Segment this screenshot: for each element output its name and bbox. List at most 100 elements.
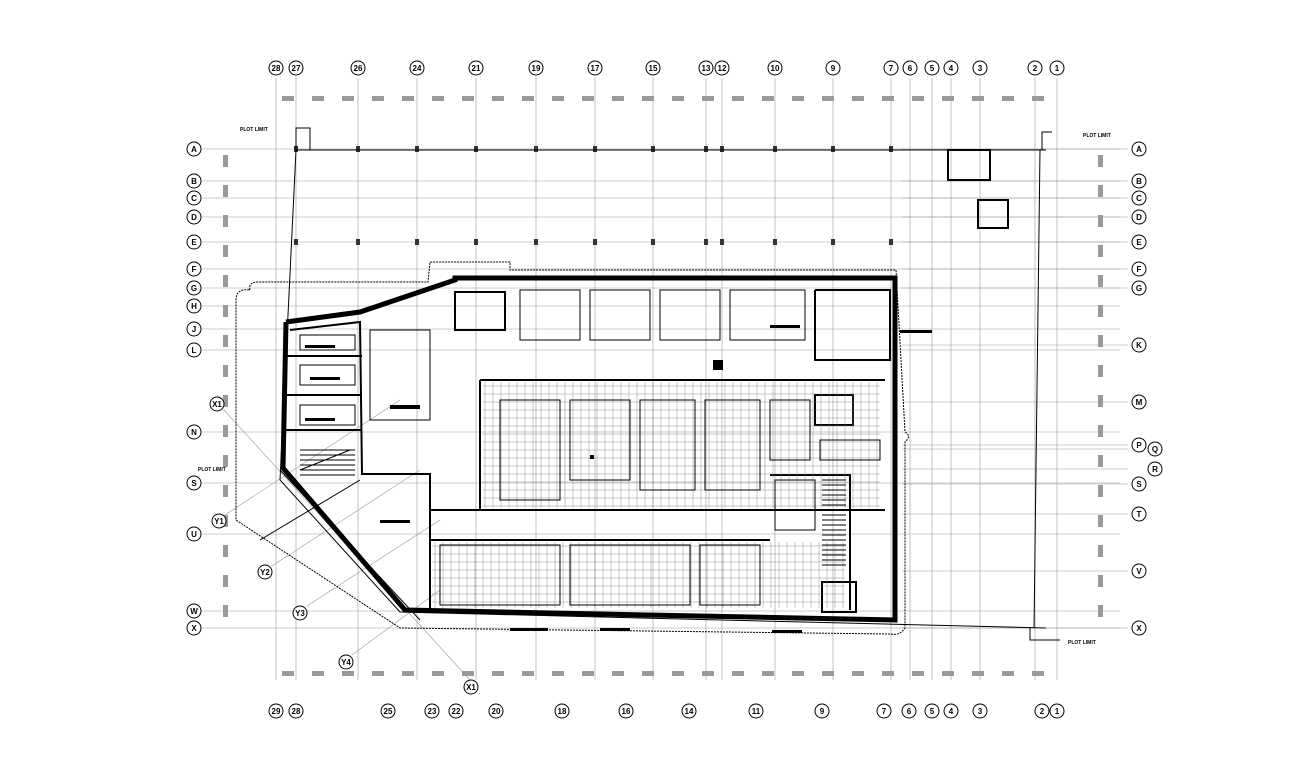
grid-bubble-label: 28 (272, 64, 281, 73)
column-marker (593, 239, 597, 245)
grid-bubble-label: N (191, 428, 197, 437)
grid-bubble-label: 6 (908, 64, 913, 73)
grid-bubble-left: X (186, 620, 202, 636)
grid-bubble-label: F (1137, 265, 1142, 274)
dimension-tick (223, 215, 228, 227)
grid-bubble-label: 7 (889, 64, 894, 73)
grid-bubble-left: H (186, 298, 202, 314)
column-marker (356, 239, 360, 245)
dimension-tick (1098, 455, 1103, 467)
grid-bubble-label: V (1136, 567, 1142, 576)
dimension-tick (1098, 245, 1103, 257)
grid-bubble-top: 3 (972, 60, 988, 76)
grid-bubble-label: 2 (1033, 64, 1038, 73)
grid-bubble-top: 4 (943, 60, 959, 76)
grid-bubble-right: A (1131, 141, 1147, 157)
grid-bubble-label: 24 (413, 64, 422, 73)
column-marker (415, 146, 419, 152)
grid-bubble-label: 13 (702, 64, 711, 73)
column-marker (474, 146, 478, 152)
dimension-tick (372, 96, 384, 101)
grid-bubble-top: 19 (528, 60, 544, 76)
dimension-tick (282, 671, 294, 676)
dimension-tick (732, 671, 744, 676)
column-marker (651, 239, 655, 245)
dimension-tick (672, 671, 684, 676)
dimension-tick (792, 671, 804, 676)
interior-hatching (300, 382, 880, 608)
grid-bubble-label: 5 (930, 707, 935, 716)
grid-bubble-right: P (1131, 437, 1147, 453)
grid-bubble-label: 1 (1055, 64, 1060, 73)
grid-bubble-bottom: 6 (901, 703, 917, 719)
dimension-strips (223, 96, 1103, 676)
grid-bubble-left: D (186, 209, 202, 225)
dimension-tick (1098, 575, 1103, 587)
dimension-tick (732, 96, 744, 101)
grid-bubble-diagonal: X1 (463, 679, 479, 695)
column-marker (593, 146, 597, 152)
dimension-tick (462, 96, 474, 101)
column-marker (474, 239, 478, 245)
grid-line-diagonal (271, 469, 421, 567)
grid-bubble-bottom: 16 (618, 703, 634, 719)
grid-bubble-label: 5 (930, 64, 935, 73)
grid-bubble-label: 1 (1055, 707, 1060, 716)
grid-bubble-left: L (186, 342, 202, 358)
dimension-tick (223, 545, 228, 557)
grid-line-diagonal (224, 399, 401, 516)
grid-bubble-top: 13 (698, 60, 714, 76)
dimension-tick (582, 96, 594, 101)
dimension-tick (792, 96, 804, 101)
dimension-tick (312, 96, 324, 101)
grid-bubble-label: 4 (949, 707, 954, 716)
grid-bubble-bottom: 22 (448, 703, 464, 719)
grid-bubble-right: T (1131, 506, 1147, 522)
grid-bubble-left: U (186, 526, 202, 542)
grid-bubble-diagonal: Y3 (292, 605, 308, 621)
grid-bubble-top: 12 (714, 60, 730, 76)
grid-bubble-label: 15 (649, 64, 658, 73)
grid-bubble-label: D (191, 213, 197, 222)
column-marker (294, 239, 298, 245)
room-tags (305, 325, 932, 633)
dimension-tick (552, 96, 564, 101)
grid-bubble-label: H (191, 302, 197, 311)
grid-bubble-label: U (191, 530, 197, 539)
grid-bubble-left: B (186, 173, 202, 189)
grid-bubble-label: E (1136, 238, 1142, 247)
grid-bubble-label: 10 (771, 64, 780, 73)
grid-bubble-top: 21 (468, 60, 484, 76)
grid-bubble-right: B (1131, 173, 1147, 189)
grid-bubble-bottom: 28 (288, 703, 304, 719)
dimension-tick (852, 671, 864, 676)
grid-bubble-bottom: 11 (748, 703, 764, 719)
grid-bubble-right: R (1147, 461, 1163, 477)
dimension-tick (1098, 185, 1103, 197)
dimension-tick (912, 671, 924, 676)
dimension-tick (1098, 425, 1103, 437)
dimension-tick (822, 671, 834, 676)
grid-bubble-label: Y1 (214, 517, 224, 526)
column-marker (831, 239, 835, 245)
dimension-tick (223, 245, 228, 257)
grid-bubble-label: L (192, 346, 197, 355)
grid-bubble-left: N (186, 424, 202, 440)
grid-bubble-top: 27 (288, 60, 304, 76)
building-walls (280, 149, 1009, 623)
grid-bubble-bottom: 5 (924, 703, 940, 719)
grid-bubble-label: 6 (907, 707, 912, 716)
dimension-tick (972, 96, 984, 101)
dimension-tick (1098, 545, 1103, 557)
column-marker (773, 146, 777, 152)
grid-bubble-diagonal: X1 (209, 396, 225, 412)
dimension-tick (522, 96, 534, 101)
dimension-tick (223, 365, 228, 377)
grid-bubble-right: D (1131, 209, 1147, 225)
grid-bubble-label: X1 (466, 683, 476, 692)
dimension-tick (612, 671, 624, 676)
grid-bubble-right: V (1131, 563, 1147, 579)
grid-bubble-diagonal: Y1 (211, 513, 227, 529)
dimension-tick (1098, 155, 1103, 167)
